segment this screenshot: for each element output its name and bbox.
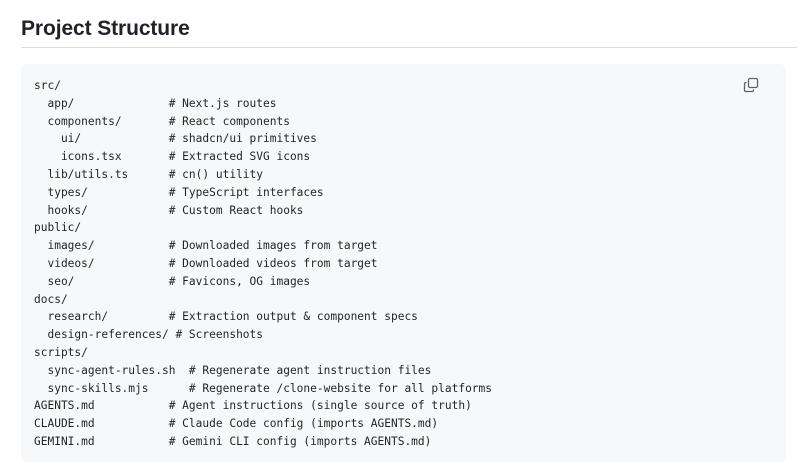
code-line: seo/ # Favicons, OG images <box>34 274 311 288</box>
code-line: ui/ # shadcn/ui primitives <box>34 132 317 146</box>
code-line: AGENTS.md # Agent instructions (single s… <box>34 399 472 413</box>
section-heading: Project Structure <box>21 17 190 40</box>
code-line: public/ <box>34 221 82 235</box>
code-line: sync-agent-rules.sh # Regenerate agent i… <box>34 363 432 377</box>
code-line: icons.tsx # Extracted SVG icons <box>34 150 311 164</box>
copy-button[interactable] <box>740 74 762 96</box>
code-line: GEMINI.md # Gemini CLI config (imports A… <box>34 434 432 448</box>
code-line: CLAUDE.md # Claude Code config (imports … <box>34 417 439 431</box>
code-line: sync-skills.mjs # Regenerate /clone-webs… <box>34 381 493 395</box>
code-line: videos/ # Downloaded videos from target <box>34 256 378 270</box>
heading-divider <box>21 47 797 48</box>
code-line: components/ # React components <box>34 114 290 128</box>
code-line: design-references/ # Screenshots <box>34 328 264 342</box>
code-line: app/ # Next.js routes <box>34 96 277 110</box>
code-line: scripts/ <box>34 345 88 359</box>
code-line: research/ # Extraction output & componen… <box>34 310 418 324</box>
code-line: types/ # TypeScript interfaces <box>34 185 324 199</box>
code-line: images/ # Downloaded images from target <box>34 239 378 253</box>
code-line: src/ <box>34 79 61 92</box>
code-line: docs/ <box>34 292 68 306</box>
code-line: hooks/ # Custom React hooks <box>34 203 304 217</box>
copy-icon <box>743 77 759 93</box>
code-block: src/ app/ # Next.js routes components/ #… <box>21 64 786 462</box>
code-line: lib/utils.ts # cn() utility <box>34 167 264 181</box>
code-content: src/ app/ # Next.js routes components/ #… <box>34 77 492 451</box>
